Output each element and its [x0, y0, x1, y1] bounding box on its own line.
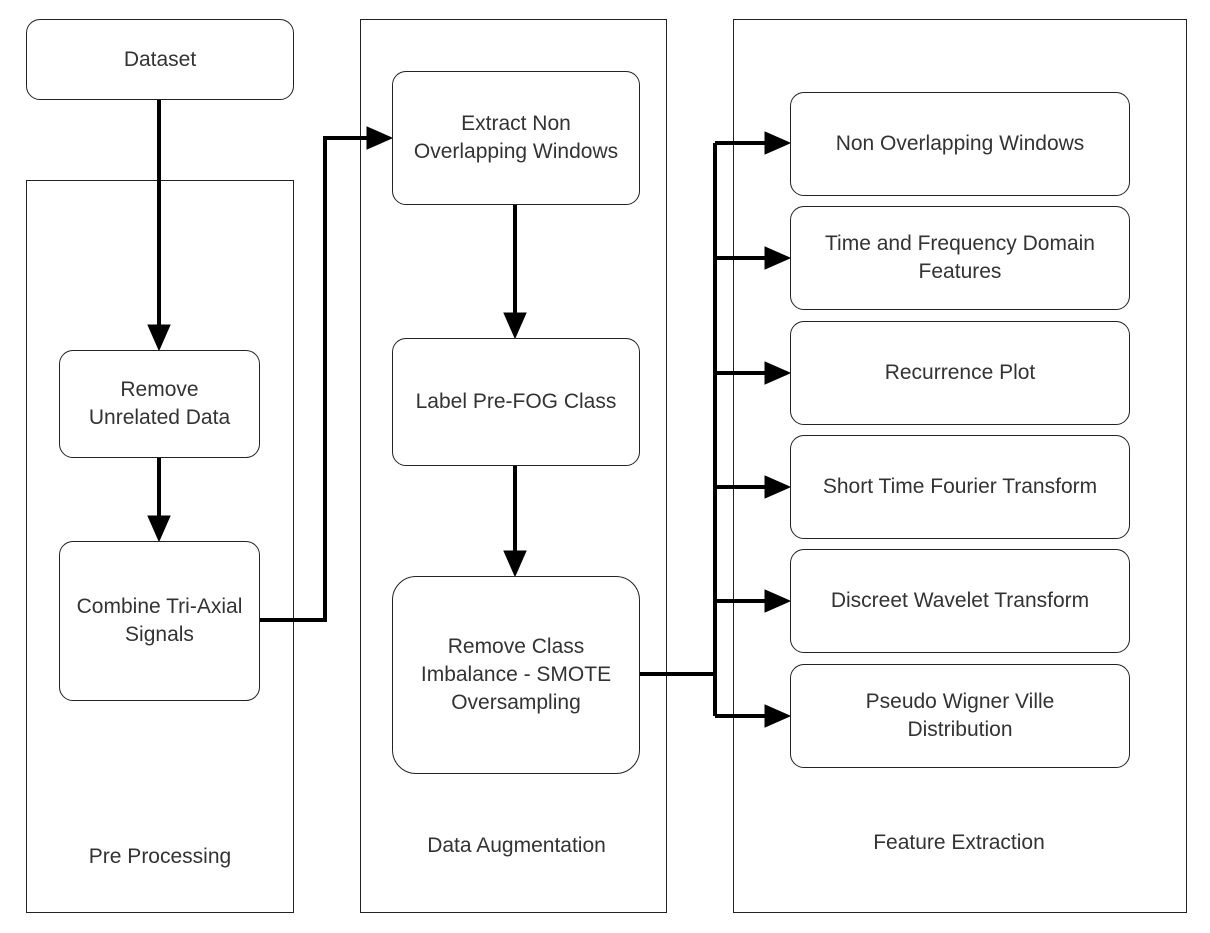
node-label: Short Time Fourier Transform: [823, 473, 1097, 501]
feature-extraction-label: Feature Extraction: [873, 831, 1045, 854]
node-label-line: Dataset: [123, 47, 197, 71]
data-augmentation-label: Data Augmentation: [427, 834, 606, 857]
node-label-line: Label Pre-FOG Class: [415, 390, 617, 413]
node-label: Discreet Wavelet Transform: [831, 587, 1089, 615]
node-label-line: Pseudo Wigner Ville: [865, 690, 1055, 713]
node-label-line: Non Overlapping Windows: [835, 132, 1085, 155]
node-label: Non Overlapping Windows: [836, 130, 1085, 158]
label-pre-fog-class-node: Label Pre-FOG Class: [392, 338, 640, 466]
recurrence-plot-node: Recurrence Plot: [790, 321, 1130, 425]
node-label-line: Signals: [125, 623, 194, 646]
node-label-line: Features: [918, 260, 1002, 283]
node-label: Recurrence Plot: [885, 359, 1036, 387]
node-label-line: Short Time Fourier Transform: [822, 475, 1098, 498]
node-label-line: Recurrence Plot: [884, 361, 1036, 384]
node-label-line: Imbalance - SMOTE: [420, 663, 612, 686]
node-label-line: Overlapping Windows: [413, 140, 619, 163]
non-overlapping-windows-node: Non Overlapping Windows: [790, 92, 1130, 196]
node-label-line: Combine Tri-Axial: [76, 595, 243, 618]
node-label-line: Oversampling: [451, 691, 581, 714]
dataset-node: Dataset: [26, 19, 294, 100]
node-label-line: Time and Frequency Domain: [824, 232, 1095, 255]
node-label-line: Remove: [120, 378, 199, 401]
node-label: Label Pre-FOG Class: [416, 388, 617, 416]
node-label-line: Remove Class: [447, 635, 585, 658]
node-label-line: Extract Non: [461, 112, 571, 135]
pre-processing-label: Pre Processing: [88, 845, 232, 868]
short-time-fourier-transform-node: Short Time Fourier Transform: [790, 435, 1130, 539]
node-label: Dataset: [124, 46, 196, 74]
node-label-line: Discreet Wavelet Transform: [830, 589, 1090, 612]
node-label-line: Distribution: [907, 718, 1013, 741]
discreet-wavelet-transform-node: Discreet Wavelet Transform: [790, 549, 1130, 653]
node-label-line: Unrelated Data: [88, 406, 231, 429]
